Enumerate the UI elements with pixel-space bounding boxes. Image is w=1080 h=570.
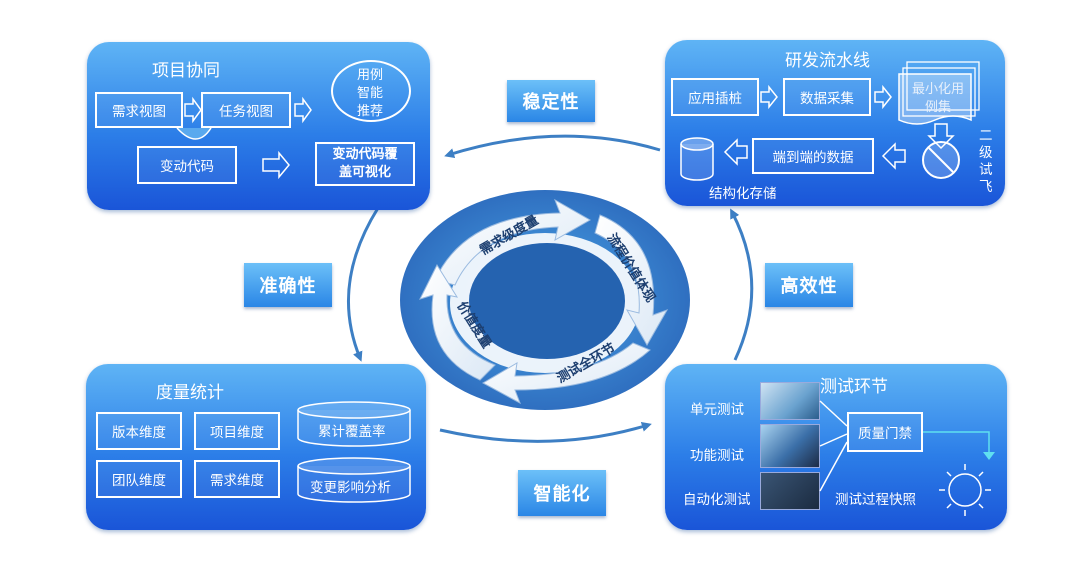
app-instrument-box: 应用插桩 [671,78,759,116]
panel-title: 测试环节 [820,377,888,397]
cumulative-coverage-label: 累计覆盖率 [318,424,386,440]
func-test-label: 功能测试 [690,448,744,464]
case-recommend-ellipse [331,60,411,122]
cycle-arrow-2 [594,214,669,347]
arc-right-arrow [730,208,754,361]
arrow-left-icon [723,138,748,166]
structured-storage-label: 结构化存储 [709,186,777,202]
doc-stack-mid [902,67,976,117]
center-cycle: 需求级度量 流程价值体现 测试全环节 价值度量 [400,190,690,410]
coverage-viz-box: 变动代码覆 盖可视化 [315,142,415,186]
coverage-line-2: 盖可视化 [338,165,391,180]
panel-testing: 测试环节 单元测试 功能测试 自动化测试 质量门禁 测试过程快照 [665,364,1007,530]
gray-release-char-2: 级 [979,145,993,161]
arc-left-arrow [346,207,380,362]
panel-title: 度量统计 [156,383,224,403]
sun-icon [939,464,991,516]
arrow-icon [262,150,290,180]
doc-line-1: 最小化用 [912,82,965,97]
quality-gate-box: 质量门禁 [847,412,923,452]
link-curve [176,127,212,140]
gray-release-char-4: 飞 [979,179,993,195]
arrow-left-icon [881,142,906,170]
requirement-dimension-box: 需求维度 [194,460,280,498]
database-icon [680,144,714,181]
panel-dev-pipeline: 研发流水线 应用插桩 数据采集 最小化用 例集 端到端的数据 结构化存储 二 级… [665,40,1005,206]
label-accuracy: 准确性 [244,263,332,307]
label-stability: 稳定性 [507,80,595,122]
cylinder-coverage-icon [297,410,411,447]
ellipse-line-1: 用例 [357,68,384,83]
doc-icon [898,73,972,125]
doc-stack-back [906,61,980,111]
auto-test-thumbnail [760,472,820,510]
change-code-box: 变动代码 [137,146,237,184]
ellipse-line-3: 推荐 [357,104,384,119]
version-dimension-box: 版本维度 [96,412,182,450]
panel-title: 研发流水线 [785,51,870,71]
arrow-icon [184,96,202,124]
unit-test-label: 单元测试 [690,402,744,418]
cycle-arrow-1 [434,198,592,286]
gray-release-char-1: 二 [979,128,993,144]
gate-arrow [923,431,990,454]
unit-test-thumbnail [760,382,820,420]
arc-bottom-arrow [439,421,652,443]
panel-title: 项目协同 [152,61,220,81]
arc-top-arrow [444,134,661,158]
change-impact-label: 变更影响分析 [310,480,391,496]
task-view-box: 任务视图 [201,92,291,128]
cylinder-impact-icon [297,466,411,503]
requirement-view-box: 需求视图 [95,92,183,128]
arrow-icon [874,84,892,110]
team-dimension-box: 团队维度 [96,460,182,498]
auto-test-label: 自动化测试 [683,492,751,508]
data-collect-box: 数据采集 [783,78,871,116]
arrow-icon [294,96,312,124]
project-dimension-box: 项目维度 [194,412,280,450]
gray-release-char-3: 试 [979,162,993,178]
e2e-data-box: 端到端的数据 [752,138,874,174]
doc-line-2: 例集 [925,100,952,115]
arrow-icon [760,84,778,110]
panel-project-collaboration: 项目协同 需求视图 任务视图 变动代码 用例 智能 推荐 变动代码覆 盖可视化 [87,42,430,210]
cycle-core [469,243,625,359]
connector-arrows [176,96,312,180]
testing-graphics [819,400,995,516]
func-test-thumbnail [760,424,820,468]
cycle-arrow-3 [481,342,651,405]
cycle-arrow-4 [419,263,496,381]
coverage-line-1: 变动代码覆 [332,147,398,163]
panel-metrics: 度量统计 版本维度 项目维度 团队维度 需求维度 累计覆盖率 变更影响分析 [86,364,426,530]
pipeline-graphics [680,61,980,181]
ellipse-line-2: 智能 [357,86,384,101]
cylinders [297,401,411,503]
label-efficiency: 高效性 [765,263,853,307]
label-intelligence: 智能化 [518,470,606,516]
test-snapshot-label: 测试过程快照 [835,492,916,508]
